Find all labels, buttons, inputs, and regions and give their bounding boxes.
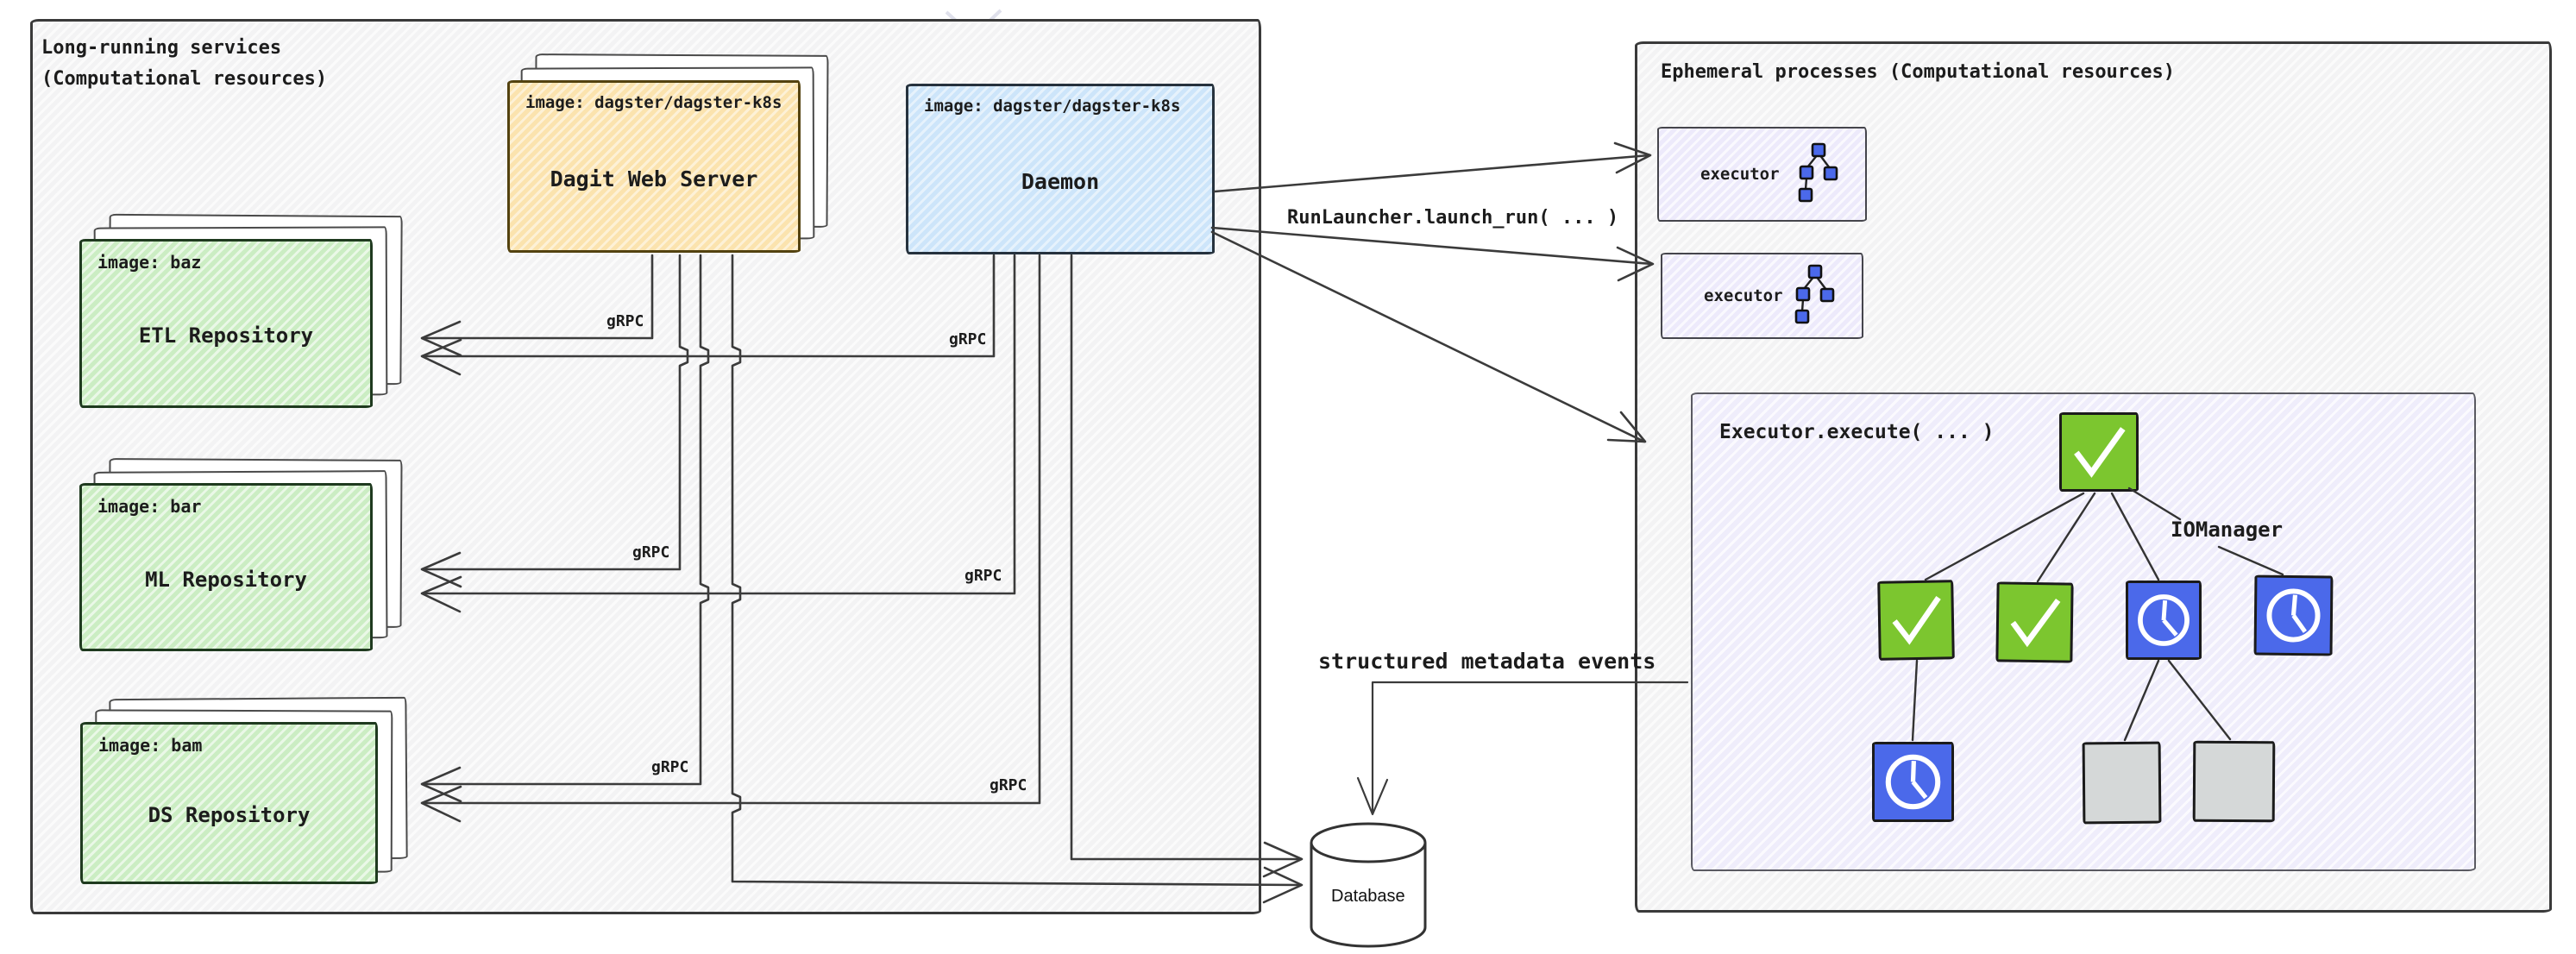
check-icon — [1892, 596, 1941, 645]
metadata-events-label: structured metadata events — [1318, 649, 1656, 674]
task-node-pending — [2082, 741, 2162, 825]
ml-image-label: image: bar — [97, 496, 202, 517]
daemon-image-label: image: dagster/dagster-k8s — [924, 97, 1181, 116]
ml-title: ML Repository — [145, 567, 307, 592]
clock-icon — [2266, 588, 2321, 643]
daemon-box: image: dagster/dagster-k8s Daemon — [906, 84, 1215, 254]
executor-box-1: executor — [1657, 127, 1867, 222]
task-node-running — [2253, 574, 2334, 656]
right-panel-title: Ephemeral processes (Computational resou… — [1661, 61, 2176, 83]
clock-icon — [2138, 594, 2190, 646]
dagit-image-label: image: dagster/dagster-k8s — [525, 93, 782, 112]
wire-daemon-executor-execute — [1210, 230, 1646, 443]
left-panel-title: Long-running services (Computational reso… — [41, 33, 327, 96]
executor2-label: executor — [1704, 286, 1783, 305]
dagit-web-server-stack: image: dagster/dagster-k8s Dagit Web Ser… — [507, 53, 829, 253]
task-node-success-root — [2059, 412, 2139, 492]
dag-icon — [1798, 142, 1838, 203]
grpc-label: gRPC — [990, 776, 1027, 794]
left-panel-title-line2: (Computational resources) — [41, 68, 328, 91]
task-node-pending — [2192, 740, 2276, 823]
etl-image-label: image: baz — [97, 252, 202, 273]
ml-repository-box: image: bar ML Repository — [79, 483, 373, 651]
ds-repository-box: image: bam DS Repository — [80, 722, 378, 884]
executor-box-2: executor — [1661, 253, 1863, 339]
database-label: Database — [1331, 887, 1405, 906]
task-node-running — [1872, 742, 1954, 822]
grpc-label: gRPC — [606, 312, 644, 330]
etl-repository-box: image: baz ETL Repository — [79, 239, 373, 408]
task-node-success — [1877, 580, 1955, 661]
iomanager-label: IOManager — [2171, 518, 2284, 542]
run-launcher-label: RunLauncher.launch_run( ... ) — [1287, 207, 1619, 229]
ds-repository-stack: image: bam DS Repository — [80, 696, 408, 884]
executor1-label: executor — [1700, 165, 1780, 184]
database-cylinder-icon — [1310, 822, 1427, 948]
etl-repository-stack: image: baz ETL Repository — [79, 213, 403, 408]
task-node-running — [2126, 581, 2202, 660]
executor-execute-title: Executor.execute( ... ) — [1719, 421, 1995, 443]
ds-title: DS Repository — [148, 803, 311, 827]
dag-icon — [1794, 264, 1835, 324]
task-node-success — [1995, 581, 2074, 663]
dagit-web-server-box: image: dagster/dagster-k8s Dagit Web Ser… — [507, 80, 801, 253]
wire-daemon-executor1 — [1213, 154, 1651, 193]
check-icon — [2010, 598, 2061, 648]
grpc-label: gRPC — [632, 543, 670, 562]
grpc-label: gRPC — [949, 330, 987, 348]
clock-icon — [1885, 754, 1941, 810]
grpc-label: gRPC — [651, 758, 689, 776]
wire-daemon-executor2 — [1210, 226, 1654, 266]
etl-title: ETL Repository — [138, 323, 314, 348]
dagit-title: Dagit Web Server — [550, 166, 758, 191]
grpc-label: gRPC — [964, 567, 1002, 585]
ml-repository-stack: image: bar ML Repository — [79, 458, 403, 651]
check-icon — [2074, 427, 2126, 478]
left-panel-title-line1: Long-running services — [41, 37, 282, 59]
daemon-title: Daemon — [1021, 169, 1100, 194]
ds-image-label: image: bam — [98, 735, 203, 756]
